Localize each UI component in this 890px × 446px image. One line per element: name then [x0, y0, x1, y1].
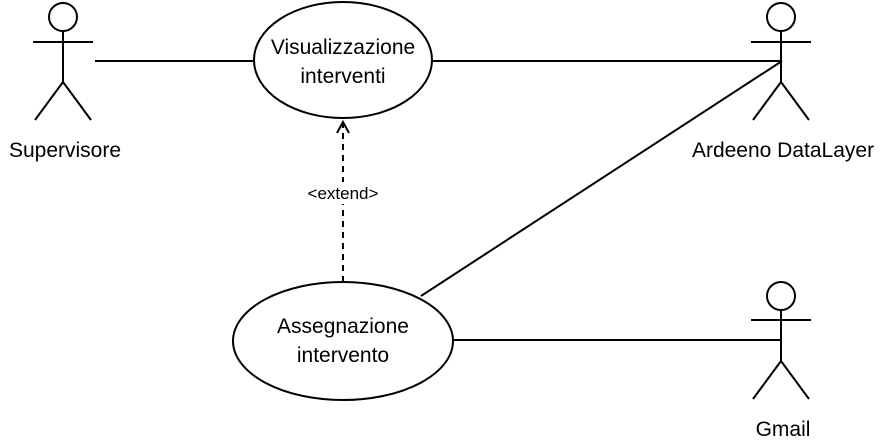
use-case-assegnazione-line-2: intervento: [297, 344, 389, 367]
use-case-assegnazione-line-1: Assegnazione: [277, 315, 409, 338]
actor-gmail[interactable]: Gmail: [751, 281, 811, 441]
actor-supervisore[interactable]: Supervisore: [9, 2, 121, 162]
use-case-visualizzazione-ellipse: [253, 1, 433, 119]
stick-figure-icon: [33, 2, 93, 121]
use-case-assegnazione-ellipse: [232, 281, 454, 401]
extend-label: <extend>: [308, 184, 379, 203]
extend-arrowhead: [336, 119, 350, 134]
actor-ardeeno-datalayer-label: Ardeeno DataLayer: [692, 139, 874, 162]
actor-ardeeno-datalayer[interactable]: Ardeeno DataLayer: [692, 2, 874, 162]
association-assegnazione-ardeeno: [420, 60, 783, 297]
actor-supervisore-label: Supervisore: [9, 139, 121, 162]
extend-relation: <extend>: [294, 119, 392, 282]
stick-figure-icon: [751, 2, 811, 121]
actor-gmail-label: Gmail: [756, 418, 811, 441]
use-case-visualizzazione-line-1: Visualizzazione: [271, 36, 415, 59]
use-case-visualizzazione-line-2: interventi: [300, 65, 385, 88]
extend-label-bg: [294, 182, 392, 204]
use-case-assegnazione[interactable]: Assegnazione intervento: [232, 281, 454, 401]
use-case-visualizzazione[interactable]: Visualizzazione interventi: [253, 1, 433, 119]
stick-figure-icon: [751, 281, 811, 400]
